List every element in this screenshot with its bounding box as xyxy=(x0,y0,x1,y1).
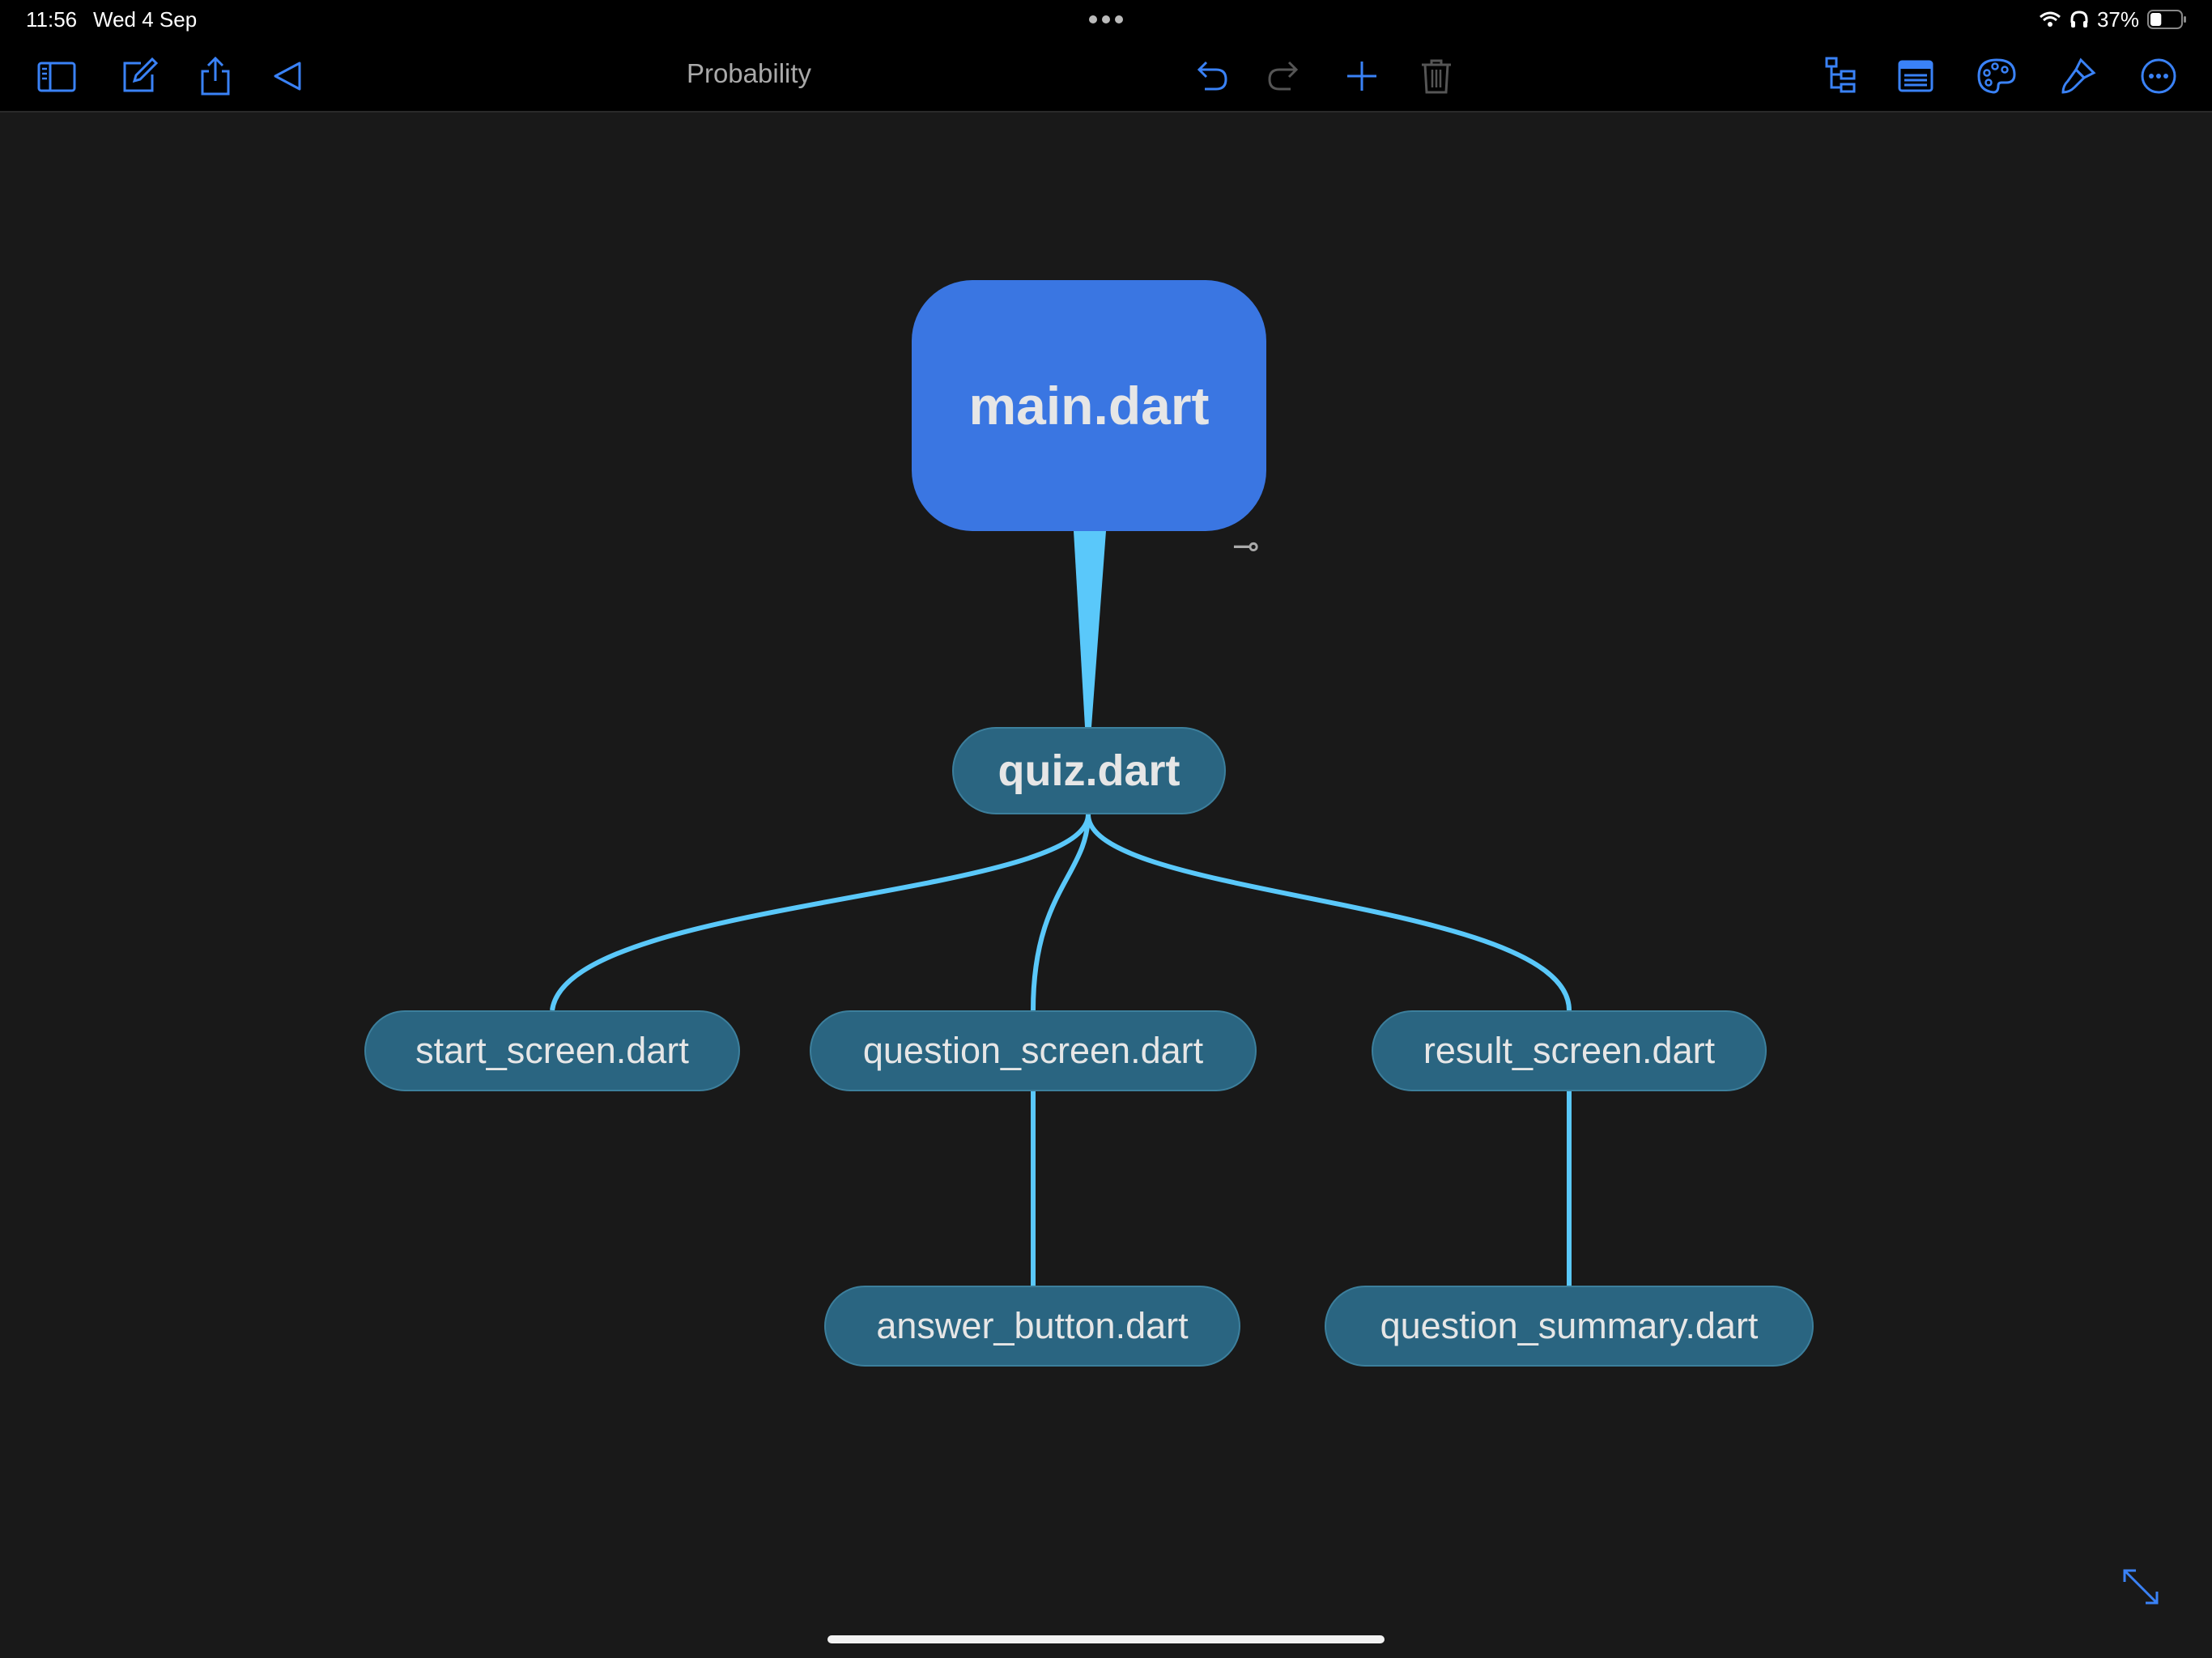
mindmap-node-question-summary[interactable]: question_summary.dart xyxy=(1325,1286,1814,1367)
connector-quiz-start xyxy=(550,814,1091,1011)
battery-icon xyxy=(2147,10,2186,29)
status-right-group: 37% xyxy=(2039,6,2188,32)
status-date: Wed 4 Sep xyxy=(93,7,198,32)
share-button[interactable] xyxy=(191,52,240,100)
compose-button[interactable] xyxy=(115,52,164,100)
more-ellipsis-icon xyxy=(2141,58,2176,94)
back-button[interactable] xyxy=(264,52,313,100)
outline-tree-icon xyxy=(1825,57,1856,93)
connector-quiz-result xyxy=(1086,814,1572,1011)
status-time: 11:56 xyxy=(26,7,78,32)
mindmap-node-start-screen[interactable]: start_screen.dart xyxy=(364,1010,740,1091)
compose-icon xyxy=(123,57,159,92)
mindmap-node-answer-button[interactable]: answer_button.dart xyxy=(824,1286,1240,1367)
multitasking-dots-icon[interactable] xyxy=(1087,10,1125,29)
add-node-button[interactable] xyxy=(1338,52,1386,100)
share-icon xyxy=(201,56,230,96)
sidebar-toggle-button[interactable] xyxy=(32,52,81,100)
style-brush-button[interactable] xyxy=(2053,52,2102,100)
connector-main-quiz xyxy=(1074,531,1106,727)
redo-icon xyxy=(1268,61,1299,91)
sidebar-icon xyxy=(37,62,76,92)
status-bar: 11:56 Wed 4 Sep 37% xyxy=(0,0,2212,40)
expand-icon[interactable] xyxy=(2118,1564,2163,1609)
mindmap-node-result-screen[interactable]: result_screen.dart xyxy=(1372,1010,1767,1091)
theme-button[interactable] xyxy=(1972,52,2021,100)
format-panel-button[interactable] xyxy=(1891,52,1940,100)
trash-icon xyxy=(1422,59,1451,94)
format-panel-icon xyxy=(1898,60,1933,92)
mindmap-root-node[interactable]: main.dart xyxy=(912,280,1266,531)
headphones-icon xyxy=(2070,11,2088,28)
toolbar: Probability xyxy=(0,40,2212,113)
mindmap-hub-node[interactable]: quiz.dart xyxy=(952,727,1226,814)
palette-icon xyxy=(1977,58,2016,94)
brush-icon xyxy=(2061,57,2096,94)
connector-quiz-question xyxy=(1031,814,1091,1011)
plus-icon xyxy=(1347,62,1376,91)
battery-percent: 37% xyxy=(2096,6,2139,32)
redo-button[interactable] xyxy=(1261,52,1310,100)
outline-button[interactable] xyxy=(1817,52,1865,100)
more-button[interactable] xyxy=(2134,52,2183,100)
back-triangle-icon xyxy=(274,62,301,91)
mindmap-node-question-screen[interactable]: question_screen.dart xyxy=(810,1010,1257,1091)
wifi-icon xyxy=(2039,11,2061,27)
document-title[interactable]: Probability xyxy=(686,58,812,88)
undo-button[interactable] xyxy=(1185,52,1234,100)
home-indicator[interactable] xyxy=(827,1635,1385,1643)
delete-button[interactable] xyxy=(1412,52,1461,100)
undo-icon xyxy=(1197,61,1227,91)
collapse-toggle-icon[interactable]: ⊸ xyxy=(1232,529,1260,564)
